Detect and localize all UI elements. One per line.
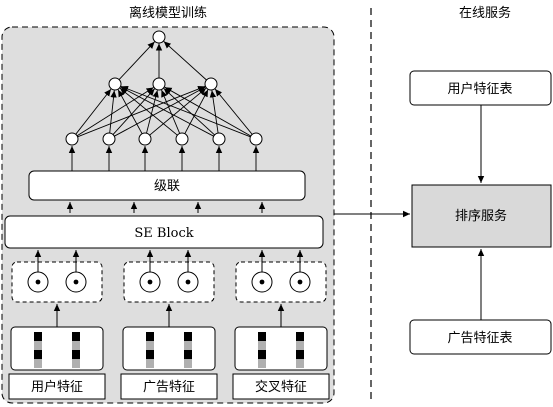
concat-label: 级联 bbox=[154, 179, 180, 194]
one-hot-cell-2-1-3 bbox=[146, 350, 154, 359]
offline-training-panel bbox=[1, 26, 335, 404]
one-hot-cell-3-2-4 bbox=[296, 359, 304, 368]
feature-label-box-1 bbox=[8, 373, 106, 400]
one-hot-cell-1-1-3 bbox=[34, 350, 42, 359]
feature-label-box-3 bbox=[232, 373, 330, 400]
nn-edge-l1-3-0 bbox=[119, 87, 178, 136]
nn-edge-l1-4-0 bbox=[120, 86, 214, 137]
se-block-label: SE Block bbox=[134, 226, 193, 241]
nn-neuron-7 bbox=[138, 132, 152, 146]
embedding-group-1 bbox=[11, 261, 103, 303]
embedding-node-dot-3-1 bbox=[259, 279, 265, 285]
nn-neuron-1 bbox=[152, 30, 166, 44]
sparse-feature-box-2 bbox=[122, 326, 216, 371]
one-hot-cell-3-1-2 bbox=[258, 341, 266, 350]
feature-label-1: 用户特征 bbox=[31, 379, 83, 395]
nn-neuron-9 bbox=[212, 132, 226, 146]
nn-edge-l1-5-0 bbox=[120, 85, 251, 138]
embedding-node-dot-3-2 bbox=[297, 279, 303, 285]
nn-edge-l1-2-2 bbox=[149, 87, 207, 136]
one-hot-cell-1-2-3 bbox=[72, 350, 80, 359]
nn-edge-l1-0-0 bbox=[75, 88, 112, 135]
nn-edge-l1-5-1 bbox=[164, 86, 252, 137]
feature-label-box-2 bbox=[120, 373, 218, 400]
nn-edge-l1-4-2 bbox=[209, 90, 219, 134]
nn-edge-l1-2-1 bbox=[146, 90, 159, 134]
one-hot-cell-2-2-2 bbox=[184, 341, 192, 350]
nn-edge-l1-5-2 bbox=[214, 88, 253, 135]
one-hot-cell-1-2-1 bbox=[72, 332, 80, 341]
nn-neuron-8 bbox=[175, 132, 189, 146]
nn-edge-l1-0-1 bbox=[76, 87, 154, 137]
feature-label-2: 广告特征 bbox=[143, 380, 195, 395]
one-hot-cell-2-1-2 bbox=[146, 341, 154, 350]
one-hot-cell-1-1-4 bbox=[34, 359, 42, 368]
nn-neuron-3 bbox=[152, 77, 166, 91]
one-hot-cell-2-2-3 bbox=[184, 350, 192, 359]
sparse-feature-box-3 bbox=[234, 326, 328, 371]
one-hot-cell-3-1-4 bbox=[258, 359, 266, 368]
user-feature-table-label: 用户特征表 bbox=[447, 81, 512, 97]
one-hot-cell-2-2-4 bbox=[184, 359, 192, 368]
concat-box bbox=[28, 170, 306, 201]
ranking-service-label: 排序服务 bbox=[455, 208, 507, 224]
embedding-node-dot-2-1 bbox=[147, 279, 153, 285]
nn-neuron-2 bbox=[108, 77, 122, 91]
online-service-title: 在线服务 bbox=[459, 5, 511, 21]
nn-neuron-4 bbox=[204, 77, 218, 91]
feature-label-3: 交叉特征 bbox=[255, 379, 307, 395]
one-hot-cell-2-2-1 bbox=[184, 332, 192, 341]
one-hot-cell-3-2-2 bbox=[296, 341, 304, 350]
embedding-group-3 bbox=[235, 261, 327, 303]
dnn-tower bbox=[65, 30, 263, 171]
one-hot-cell-1-2-2 bbox=[72, 341, 80, 350]
nn-edge-l1-2-0 bbox=[117, 89, 143, 134]
embedding-node-dot-1-2 bbox=[73, 279, 79, 285]
nn-edge-l2-0 bbox=[118, 41, 155, 80]
one-hot-cell-3-1-1 bbox=[258, 332, 266, 341]
nn-edge-l1-0-2 bbox=[77, 85, 206, 138]
sparse-feature-box-1 bbox=[10, 326, 104, 371]
nn-edge-l1-3-1 bbox=[161, 89, 181, 134]
one-hot-cell-1-2-4 bbox=[72, 359, 80, 368]
nn-neuron-6 bbox=[102, 132, 116, 146]
nn-edge-l2-2 bbox=[163, 41, 207, 81]
se-block-box bbox=[4, 215, 324, 249]
one-hot-cell-1-1-1 bbox=[34, 332, 42, 341]
nn-edge-l1-4-1 bbox=[163, 88, 215, 136]
nn-neuron-5 bbox=[65, 132, 79, 146]
feature-groups: 用户特征 广告特征 交叉特征 bbox=[8, 250, 330, 400]
one-hot-cell-2-1-4 bbox=[146, 359, 154, 368]
nn-edge-l1-3-2 bbox=[184, 89, 209, 134]
nn-neuron-10 bbox=[249, 132, 263, 146]
one-hot-cell-3-2-1 bbox=[296, 332, 304, 341]
embedding-node-dot-1-1 bbox=[35, 279, 41, 285]
offline-training-title: 离线模型训练 bbox=[129, 5, 207, 21]
ranking-service-box bbox=[411, 184, 552, 248]
one-hot-cell-3-2-3 bbox=[296, 350, 304, 359]
embedding-node-dot-2-2 bbox=[185, 279, 191, 285]
ad-feature-table-label: 广告特征表 bbox=[447, 331, 512, 346]
one-hot-cell-2-1-1 bbox=[146, 332, 154, 341]
one-hot-cell-3-1-3 bbox=[258, 350, 266, 359]
one-hot-cell-1-1-2 bbox=[34, 341, 42, 350]
embedding-group-2 bbox=[123, 261, 215, 303]
nn-edge-l1-1-2 bbox=[114, 86, 206, 137]
nn-edge-l1-1-0 bbox=[109, 90, 117, 134]
